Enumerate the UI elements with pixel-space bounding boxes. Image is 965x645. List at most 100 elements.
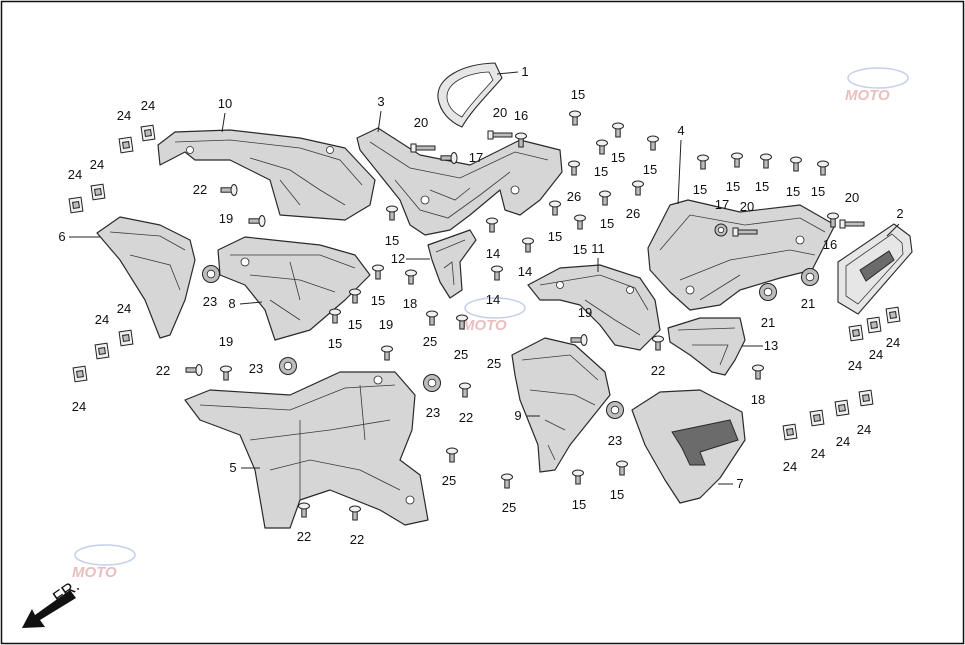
callout-number: 17 xyxy=(715,197,729,212)
callout-number: 24 xyxy=(869,347,883,362)
callout-number: 23 xyxy=(426,405,440,420)
screw-icon xyxy=(569,110,581,126)
callout-number: 15 xyxy=(348,317,362,332)
clip-center xyxy=(862,394,870,402)
watermark-text: MOTO xyxy=(845,87,890,104)
callout-number: 18 xyxy=(403,296,417,311)
callout-number: 23 xyxy=(608,433,622,448)
clip-nut-icon xyxy=(848,324,864,342)
screw-head xyxy=(220,365,232,373)
part-12-bracket xyxy=(427,229,477,299)
bolt-head xyxy=(410,143,417,153)
screw-icon xyxy=(491,265,503,281)
callout-number: 15 xyxy=(726,179,740,194)
screw-icon xyxy=(405,269,417,285)
screw-icon xyxy=(568,160,580,176)
screw-head xyxy=(195,364,203,376)
screw-icon xyxy=(760,153,772,169)
screw-head xyxy=(731,152,743,160)
screw-head xyxy=(572,469,584,477)
screw-head xyxy=(515,132,527,140)
screw-icon xyxy=(572,469,584,485)
part-10-inner-upper-cover xyxy=(157,129,376,221)
screw-head xyxy=(459,382,471,390)
callout-number: 24 xyxy=(72,399,86,414)
part-3-upper-frame-cover xyxy=(356,127,563,236)
screw-head xyxy=(549,200,561,208)
callout-number: 24 xyxy=(783,459,797,474)
clip-nut-icon xyxy=(858,389,874,407)
screw-head xyxy=(580,334,588,346)
clip-nut-icon xyxy=(782,423,798,441)
callout-number: 15 xyxy=(371,293,385,308)
screw-icon xyxy=(731,152,743,168)
watermark-logo-bottom-left: MOTO xyxy=(72,544,136,581)
callout-number: 24 xyxy=(836,434,850,449)
screw-head xyxy=(386,205,398,213)
bolt-shank xyxy=(843,221,865,227)
part-8-inner-cover xyxy=(217,236,371,341)
screw-head xyxy=(632,180,644,188)
screw-head xyxy=(349,288,361,296)
callout-number: 19 xyxy=(219,334,233,349)
callout-number: 19 xyxy=(219,211,233,226)
clip-center xyxy=(786,428,794,436)
callout-number: 25 xyxy=(487,356,501,371)
bolt-head xyxy=(732,227,739,237)
callout-number: 14 xyxy=(486,292,500,307)
callout-number: 24 xyxy=(886,335,900,350)
clip-nut-icon xyxy=(118,329,134,347)
callout-number: 15 xyxy=(643,162,657,177)
watermark-logo-center: MOTO xyxy=(462,297,526,334)
screw-head xyxy=(349,505,361,513)
screw-icon xyxy=(349,505,361,521)
screw-icon xyxy=(298,502,310,518)
callout-number: 15 xyxy=(594,164,608,179)
screw-shank xyxy=(440,155,453,161)
screw-icon xyxy=(632,180,644,196)
part-1-meter-visor xyxy=(437,62,503,128)
callout-number: 12 xyxy=(391,251,405,266)
screw-icon xyxy=(486,217,498,233)
clip-nut-icon xyxy=(90,183,106,201)
callout-number: 1 xyxy=(521,64,528,79)
screw-icon xyxy=(372,264,384,280)
bolt-shank xyxy=(736,229,758,235)
part-5-lower-cover xyxy=(184,371,429,529)
screw-head xyxy=(486,217,498,225)
washer-icon xyxy=(714,223,728,237)
part-7-side-panel-right xyxy=(631,389,746,504)
clip-nut-icon xyxy=(68,196,84,214)
callout-number: 4 xyxy=(677,123,684,138)
callout-number: 25 xyxy=(442,473,456,488)
watermark-text: MOTO xyxy=(72,564,117,581)
callout-number: 20 xyxy=(845,190,859,205)
clip-center xyxy=(870,321,878,329)
screw-head xyxy=(569,110,581,118)
callout-number: 7 xyxy=(736,476,743,491)
callout-number: 19 xyxy=(578,305,592,320)
screw-icon xyxy=(501,473,513,489)
clip-nut-icon xyxy=(866,316,882,334)
callout-number: 21 xyxy=(761,315,775,330)
clip-nut-icon xyxy=(885,306,901,324)
washer-icon xyxy=(606,401,624,419)
callout-number: 24 xyxy=(811,446,825,461)
callout-number: 5 xyxy=(229,460,236,475)
screw-icon xyxy=(386,205,398,221)
screw-shank xyxy=(248,218,261,224)
screw-icon xyxy=(570,334,588,346)
screw-head xyxy=(456,314,468,322)
screw-head xyxy=(258,215,266,227)
callout-number: 10 xyxy=(218,96,232,111)
screw-icon xyxy=(446,447,458,463)
screw-shank xyxy=(185,367,198,373)
callout-number: 24 xyxy=(90,157,104,172)
screw-head xyxy=(381,345,393,353)
callout-number: 3 xyxy=(377,94,384,109)
screw-head xyxy=(599,190,611,198)
callout-number: 16 xyxy=(823,237,837,252)
screw-icon xyxy=(220,365,232,381)
clip-center xyxy=(76,370,84,378)
